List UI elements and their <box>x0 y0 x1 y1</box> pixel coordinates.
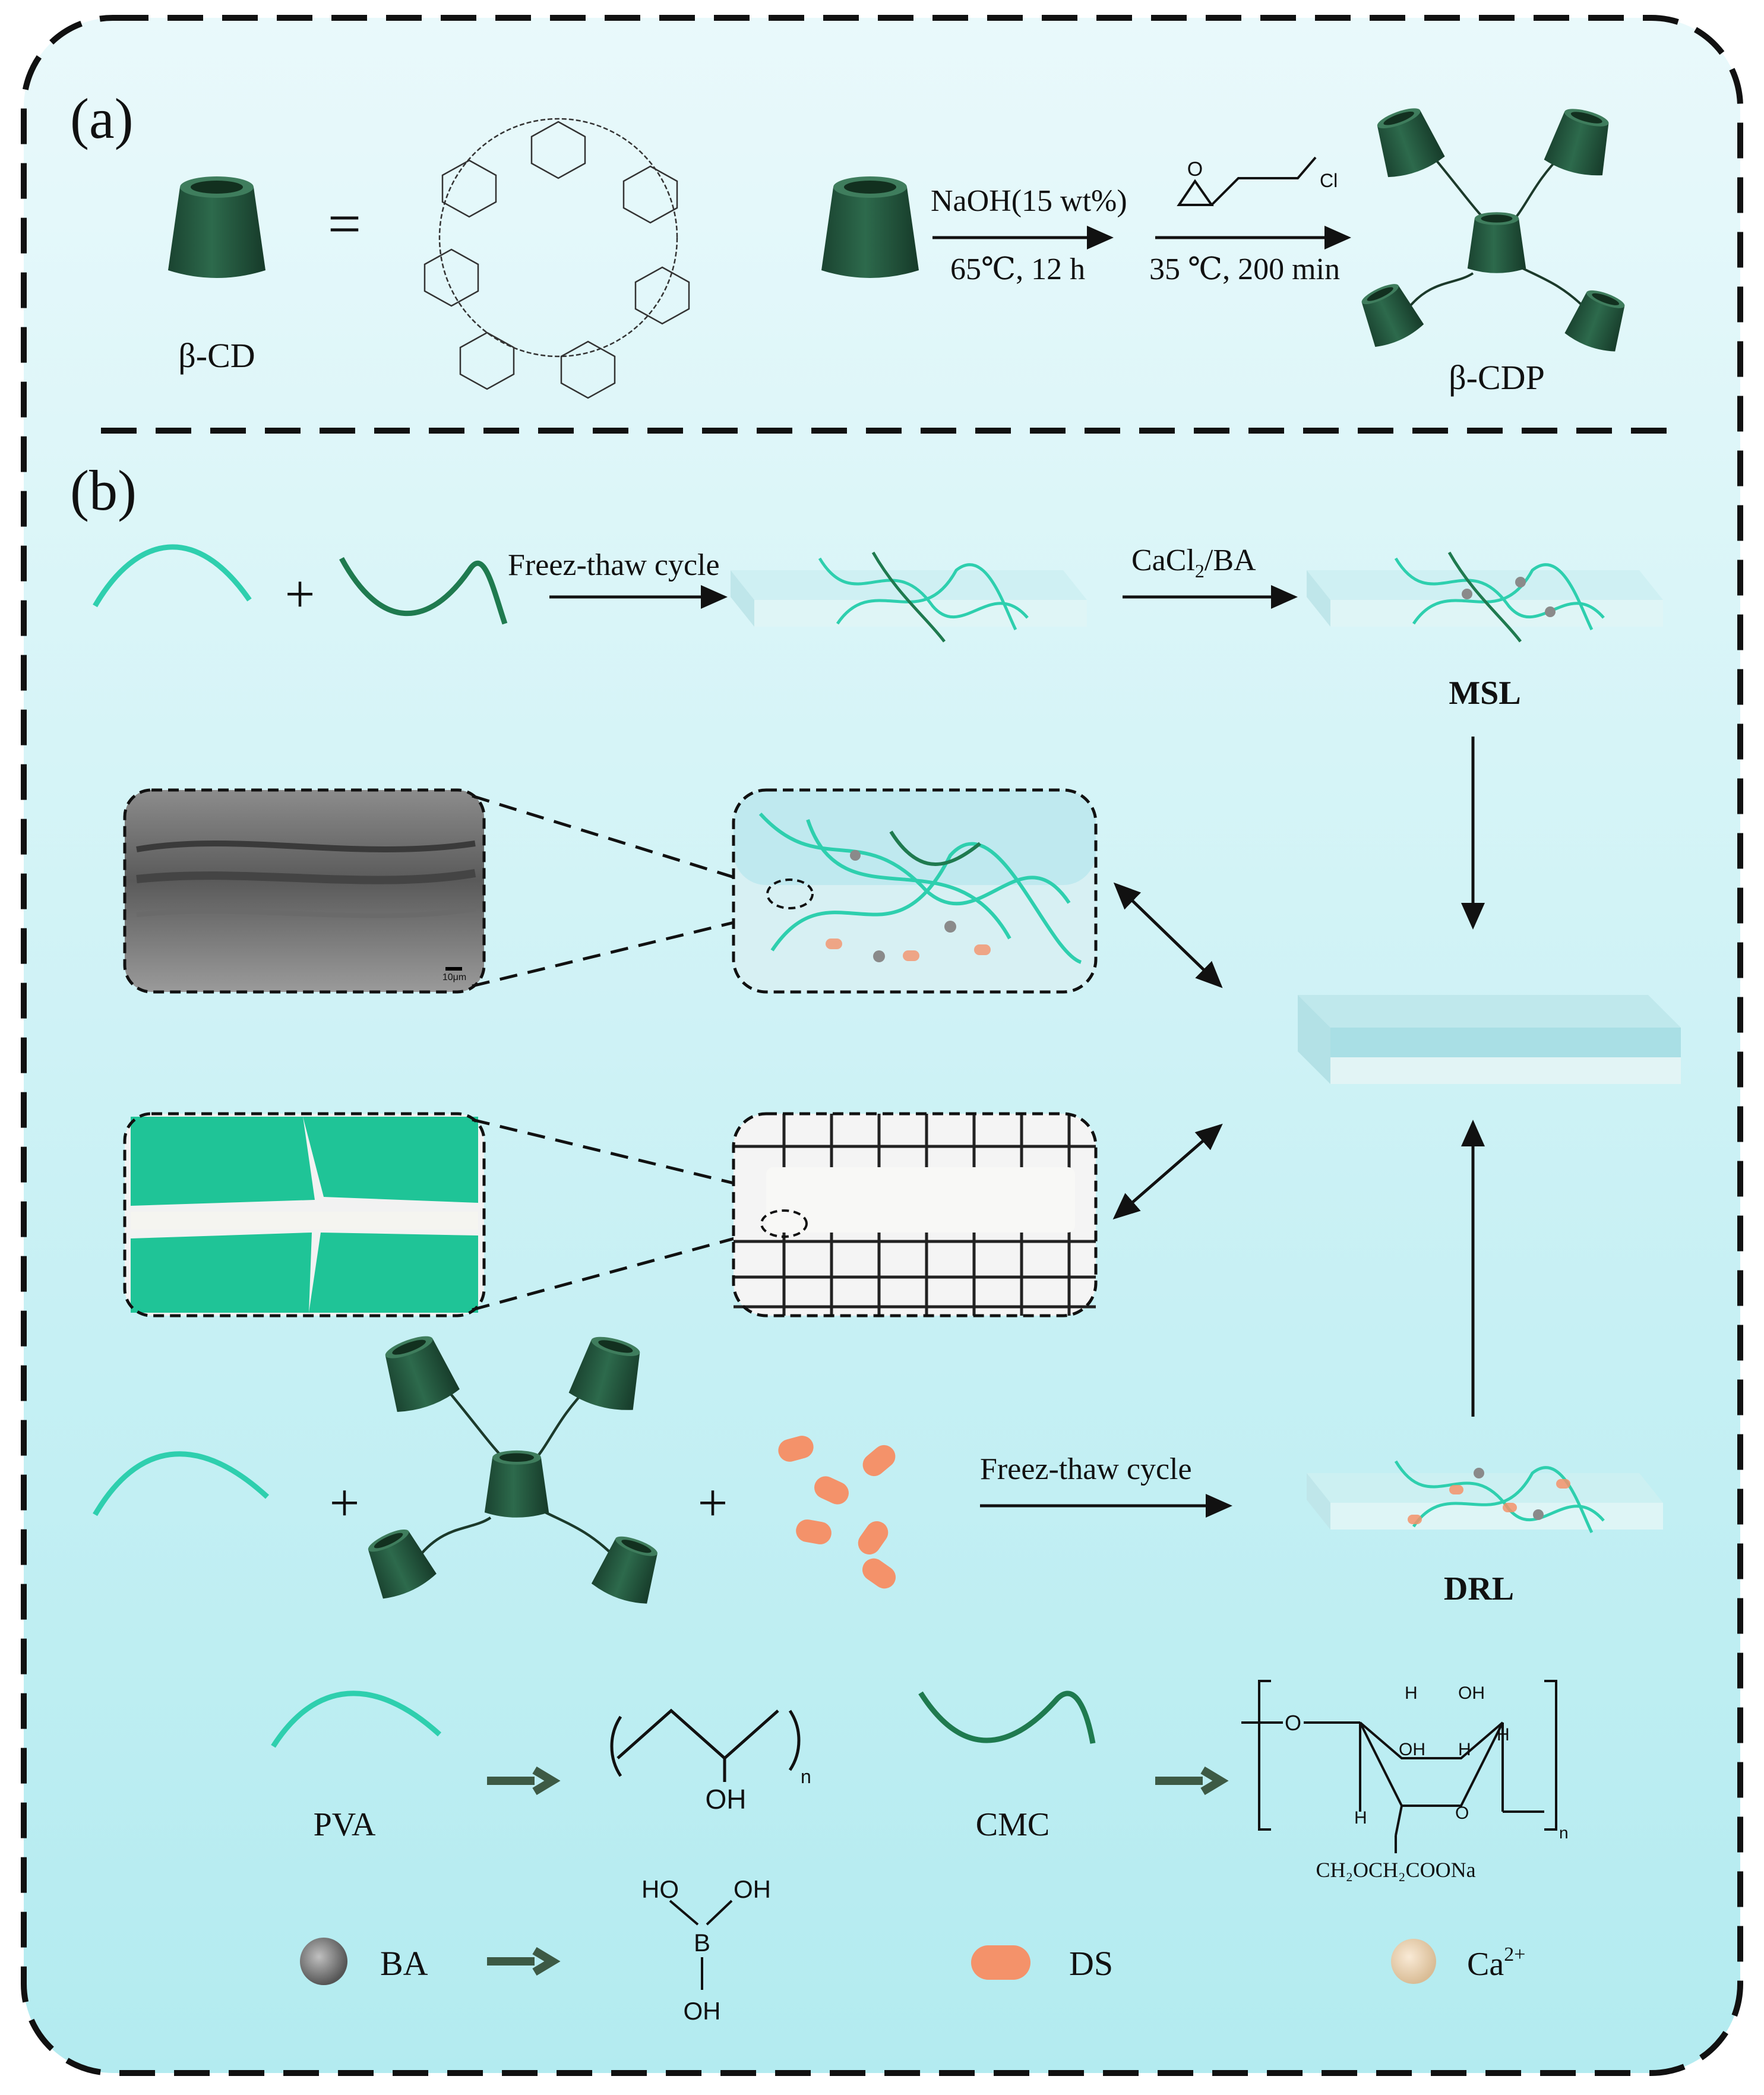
pva-chain-icon-2 <box>93 1451 270 1516</box>
cacl2-ba-label: CaCl2/BA <box>1131 544 1256 582</box>
plus-sign-3: + <box>698 1474 728 1532</box>
sem-scalebar-label: 10μm <box>442 972 466 982</box>
sem-image <box>123 788 486 994</box>
ba-oh-right-label: OH <box>734 1875 771 1903</box>
boric-acid-structure-icon <box>669 1900 733 1990</box>
cmc-oh-label-1: OH <box>1458 1683 1485 1703</box>
stretch-photo <box>123 1112 486 1317</box>
zoom-line-2b <box>472 1225 779 1312</box>
msl-label: MSL <box>1449 675 1520 712</box>
ba-boron-label: B <box>694 1929 710 1957</box>
cacl2-main: CaCl <box>1131 544 1195 577</box>
dashed-frame <box>21 15 1743 2076</box>
cmc-h-label-4: H <box>1354 1808 1367 1828</box>
panel-a-label: (a) <box>70 87 134 150</box>
panel-b-label: (b) <box>70 459 137 522</box>
zoom-line-1b <box>472 910 779 988</box>
legend-cmc-chain-icon <box>918 1690 1096 1744</box>
step1-reagent: NaOH(15 wt%) <box>931 184 1127 218</box>
pva-structure-icon <box>610 1708 801 1782</box>
double-arrow-2 <box>1112 1123 1223 1219</box>
legend-ba-label: BA <box>380 1944 428 1983</box>
beta-cd-reactant-icon <box>821 176 919 278</box>
plus-sign-1: + <box>285 565 315 624</box>
legend-ca-label: Ca2+ <box>1467 1944 1525 1983</box>
panel-background <box>24 18 1740 2073</box>
freeze-thaw-label-top: Freez-thaw cycle <box>508 548 720 582</box>
freeze-thaw-label-bottom: Freez-thaw cycle <box>980 1452 1192 1486</box>
ca-main: Ca <box>1467 1946 1504 1983</box>
legend-cmc-arrow <box>1155 1766 1229 1796</box>
drl-slab <box>1307 1460 1663 1534</box>
legend-ds-label: DS <box>1069 1944 1113 1983</box>
step1-conditions: 65℃, 12 h <box>950 252 1085 286</box>
plus-sign-2: + <box>330 1474 360 1532</box>
step2-conditions: 35 ℃, 200 min <box>1149 252 1340 286</box>
cmc-h-label-3: H <box>1497 1725 1510 1745</box>
beta-cdp-label: β-CDP <box>1449 358 1545 397</box>
double-arrow-1 <box>1113 882 1223 988</box>
legend-pva-arrow <box>487 1766 561 1796</box>
legend-ca-sphere-icon <box>1391 1939 1436 1984</box>
cyclodextrin-structure-icon <box>423 118 690 399</box>
equals-sign: = <box>328 191 361 257</box>
cmc-h-label-2: H <box>1458 1740 1471 1759</box>
legend-pva-label: PVA <box>314 1806 376 1843</box>
beta-cd-cup-icon <box>168 176 265 278</box>
cmc-substituent-label: CH₂OCH₂COONa <box>1316 1858 1475 1882</box>
cmc-h-label-1: H <box>1405 1683 1418 1703</box>
ba-ho-left-label: HO <box>641 1875 679 1903</box>
bilayer-slab <box>1298 995 1681 1084</box>
pva-chain-icon <box>93 544 252 608</box>
legend-ba-arrow <box>487 1947 561 1976</box>
cmc-ring-o-label: O <box>1455 1803 1469 1823</box>
bilayer-schematic <box>732 788 1098 994</box>
cacl2-subscript: 2 <box>1195 560 1205 582</box>
legend-ds-particle-icon <box>971 1945 1030 1980</box>
ba-oh-bottom-label: OH <box>684 1997 721 2025</box>
chlorine-label: Cl <box>1320 170 1338 191</box>
cmc-structure-icon <box>1241 1680 1557 1853</box>
pva-oh-label: OH <box>706 1784 747 1815</box>
cmc-n-label: n <box>1559 1824 1569 1842</box>
ds-particles-icon <box>778 1436 896 1589</box>
drl-label: DRL <box>1444 1571 1514 1607</box>
cacl2-tail: /BA <box>1205 544 1256 577</box>
legend-cmc-label: CMC <box>976 1806 1050 1843</box>
legend-ba-sphere-icon <box>300 1938 347 1985</box>
legend-pva-chain-icon <box>271 1690 442 1748</box>
epoxide-oxygen-label: O <box>1187 158 1203 181</box>
msl-slab <box>1307 551 1663 643</box>
cmc-chain-icon <box>339 557 508 625</box>
epichlorohydrin-structure-icon <box>1177 156 1317 206</box>
ca-superscript: 2+ <box>1504 1944 1525 1966</box>
zoom-line-1a <box>472 794 779 893</box>
zoom-line-2a <box>472 1118 779 1196</box>
cmc-oxygen-label: O <box>1285 1711 1301 1735</box>
sample-photo <box>732 1112 1098 1317</box>
hydrogel-slab-1 <box>731 551 1087 643</box>
cmc-oh-label-2: OH <box>1399 1740 1425 1759</box>
pva-n-label: n <box>801 1766 811 1787</box>
beta-cd-label: β-CD <box>178 336 255 375</box>
